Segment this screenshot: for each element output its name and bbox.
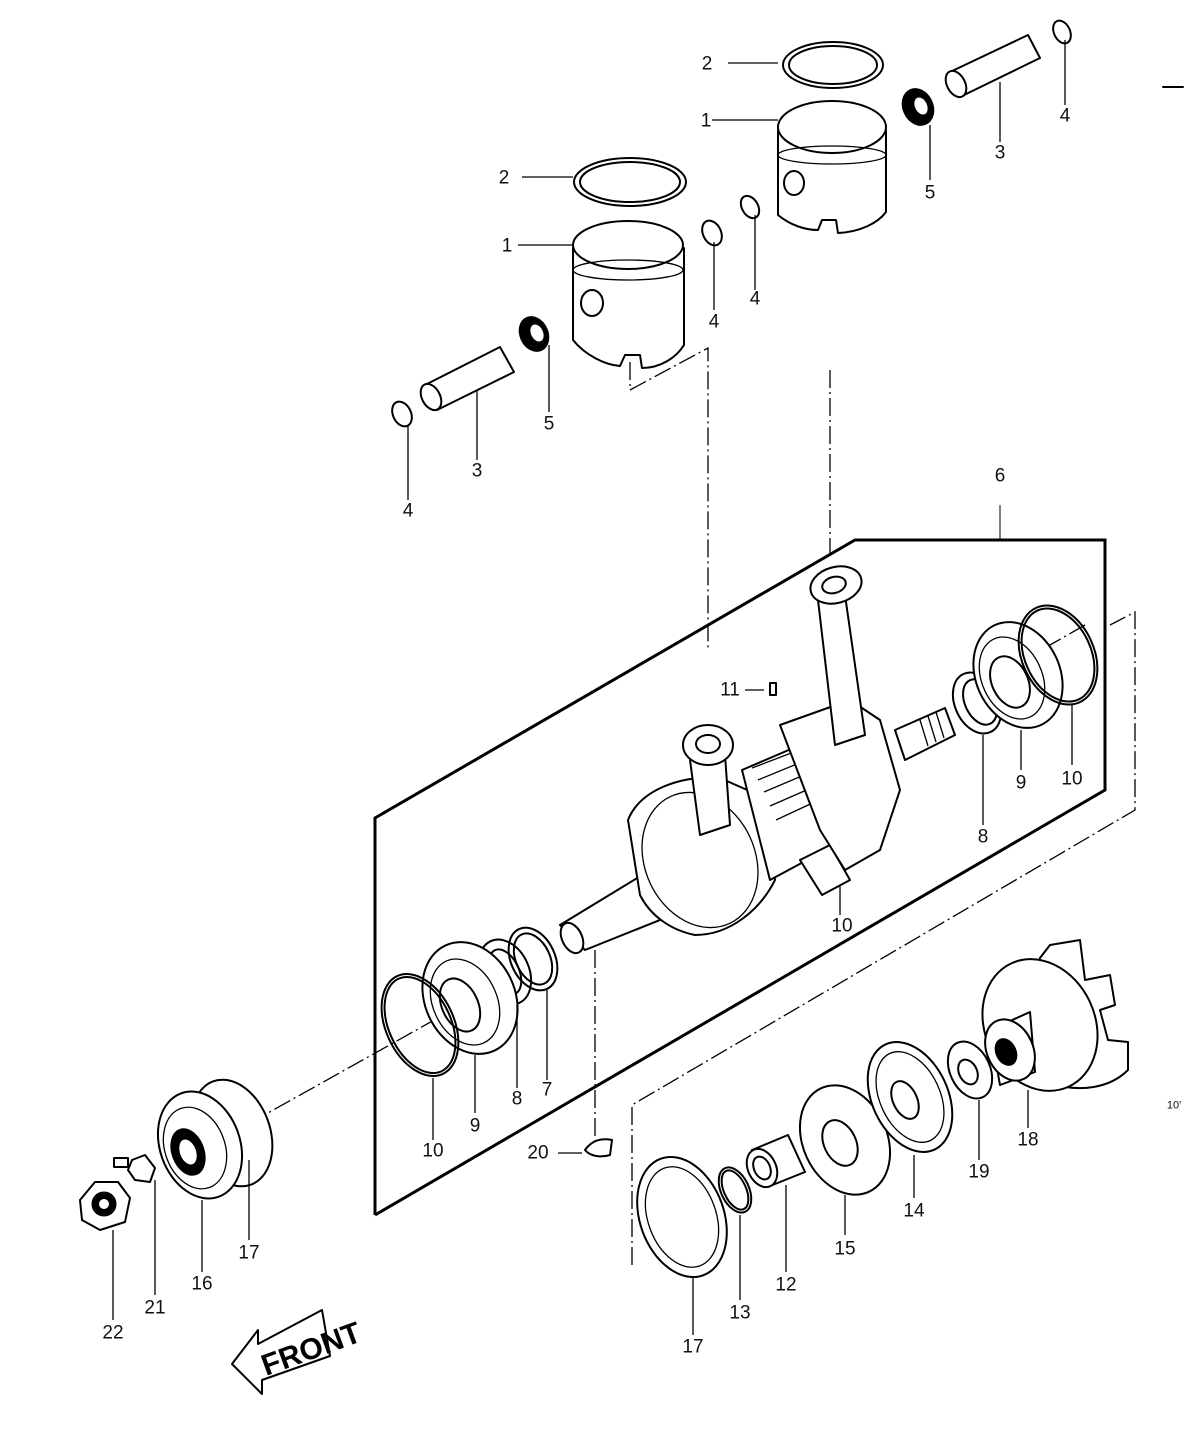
pin-11 <box>745 682 777 696</box>
lockwasher-21 <box>113 1154 156 1183</box>
callout-ring-b: 2 <box>701 53 713 75</box>
piston-pin-a <box>419 346 515 412</box>
callout-cover-14: 14 <box>903 1200 925 1222</box>
callout-bearing-9l: 9 <box>469 1115 481 1137</box>
callout-seal-16: 16 <box>191 1273 213 1295</box>
callout-bearing-b: 5 <box>924 182 936 204</box>
callout-oring-10r: 10 <box>1061 768 1083 790</box>
ring-b <box>782 41 884 89</box>
callout-ring-7: 7 <box>541 1079 553 1101</box>
callout-pin-11: 11 <box>720 679 740 701</box>
callout-key-20: 20 <box>527 1142 549 1164</box>
oring-10-front <box>380 972 460 1078</box>
callout-washer-8l: 8 <box>511 1088 523 1110</box>
callout-pin-b: 3 <box>994 142 1006 164</box>
oring-10-rear <box>1017 604 1099 706</box>
callout-nut-22: 22 <box>102 1322 124 1344</box>
page-mark: 10' <box>1166 1099 1182 1112</box>
collar-12 <box>745 1134 806 1189</box>
callout-oring-10m: 10 <box>831 915 853 937</box>
piston-pin-b <box>944 34 1041 99</box>
callout-piston-b: 1 <box>700 110 712 132</box>
callout-hub-18: 18 <box>1017 1129 1039 1151</box>
callout-collar-12: 12 <box>775 1274 797 1296</box>
needle-bearing-a <box>518 316 550 352</box>
key-20 <box>558 1138 613 1158</box>
callout-shim-17a: 17 <box>682 1336 704 1358</box>
seal-16 <box>156 1090 244 1200</box>
callout-piston-a: 1 <box>501 235 513 257</box>
callout-washer-8r: 8 <box>977 826 989 848</box>
callout-ring-a: 2 <box>498 167 510 189</box>
front-arrow: FRONT <box>231 1309 365 1395</box>
piston-a <box>572 220 685 369</box>
ring-a <box>573 157 687 207</box>
cover-14 <box>866 1041 954 1153</box>
callout-clip-b2: 4 <box>1059 105 1071 127</box>
clip-a-left <box>391 400 413 428</box>
needle-bearing-b <box>901 88 935 126</box>
crankshaft <box>559 565 956 955</box>
clip-b-left <box>739 194 761 220</box>
shim-17-right <box>636 1155 728 1279</box>
leader-lines <box>112 40 1073 1335</box>
callout-shim-17b: 17 <box>238 1242 260 1264</box>
hub-18 <box>981 939 1129 1092</box>
callout-oring-10l: 10 <box>422 1140 444 1162</box>
callout-clip-b1: 4 <box>749 288 761 310</box>
callout-bearing-a: 5 <box>543 413 555 435</box>
callout-bearing-9r: 9 <box>1015 772 1027 794</box>
callout-oring-13: 13 <box>729 1302 751 1324</box>
nut-22 <box>79 1181 131 1231</box>
callout-washer-19: 19 <box>968 1161 990 1183</box>
callout-crank-assy: 6 <box>994 465 1006 487</box>
clip-a-right <box>701 219 723 247</box>
bearing-9-rear <box>972 621 1064 729</box>
crankshaft-assembly-frame <box>373 538 1107 1217</box>
clip-b-right <box>1052 19 1072 45</box>
oring-13 <box>717 1166 753 1214</box>
callout-seal-15: 15 <box>834 1238 856 1260</box>
callout-clip-a2: 4 <box>708 311 720 333</box>
callout-pin-a: 3 <box>471 460 483 482</box>
piston-b <box>777 100 887 234</box>
callout-lockwasher-21: 21 <box>144 1297 166 1319</box>
washer-19 <box>946 1040 994 1100</box>
callout-clip-a1: 4 <box>402 500 414 522</box>
